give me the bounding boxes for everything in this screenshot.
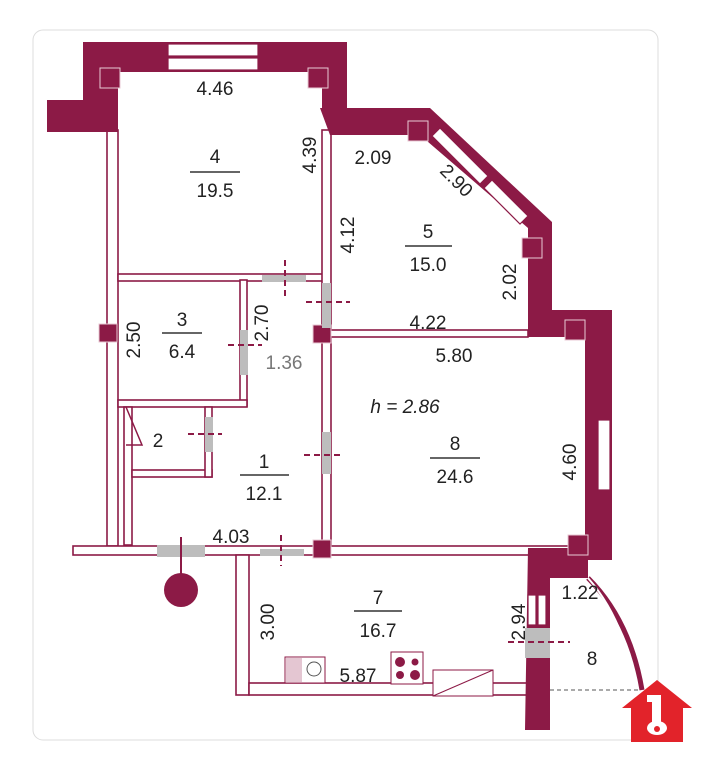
dim-r5-left: 4.12 [338,217,359,254]
dim-r4-side: 4.39 [300,137,321,174]
room-1-number: 1 [259,452,270,473]
room-3-number: 3 [177,310,188,331]
ceiling-height: h = 2.86 [370,397,440,418]
dim-r4-top: 4.46 [197,79,234,100]
dim-r8-right: 4.60 [560,444,581,481]
sink-icon [284,656,326,684]
room-7-area: 16.7 [360,621,397,642]
stove-icon [390,651,424,685]
dim-r7-side: 3.00 [258,604,279,641]
dim-r7-bottom: 5.87 [340,666,377,687]
dim-r5-bottom: 4.22 [410,313,447,334]
dimension-labels: 4.46 4.39 2.09 2.90 4.12 2.02 4.22 5.80 … [124,79,598,687]
plan-frame [32,29,659,741]
entrance-marker [164,537,198,607]
balcony-number: 8 [587,649,598,670]
dim-r5-right: 2.02 [500,264,521,301]
room-5-area: 15.0 [410,255,447,276]
dim-balcony-side: 2.94 [509,603,530,640]
columns [98,67,589,559]
dim-balcony-width: 1.22 [562,583,599,604]
window-sill [432,669,494,697]
doors[interactable] [157,260,570,658]
room-5-number: 5 [423,222,434,243]
room-8-number: 8 [450,434,461,455]
house-key-icon [622,680,692,742]
dim-r5-top: 2.09 [355,148,392,169]
room-3-area: 6.4 [169,342,196,363]
room-4-area: 19.5 [197,181,234,202]
exterior-walls [47,42,645,730]
room-4-number: 4 [210,147,221,168]
room-labels: 4 19.5 5 15.0 3 6.4 2 1 12.1 8 24.6 7 16… [153,147,598,670]
area-dividers [162,171,480,612]
dim-r1-bottom: 4.03 [213,527,250,548]
dim-corridor-width: 1.36 [266,353,303,374]
dim-r8-top: 5.80 [436,346,473,367]
dim-corridor-side: 2.70 [252,305,273,342]
room-2-number: 2 [153,431,164,452]
room-1-area: 12.1 [246,484,283,505]
room-8-area: 24.6 [437,467,474,488]
room-7-number: 7 [373,588,384,609]
dim-r3-side: 2.50 [124,322,145,359]
